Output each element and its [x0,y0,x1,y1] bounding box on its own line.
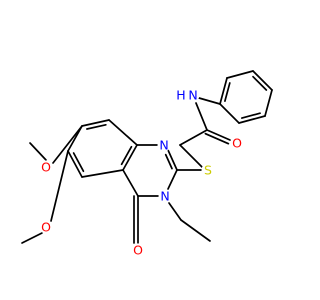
bond-c5-c4a [81,169,124,178]
bond-carbonyl-ch2 [179,129,208,146]
atom-n1: N [157,138,171,153]
bond-o7-me [29,142,47,161]
atom-label-background [158,189,172,203]
atom-o-oxo: O [131,243,145,258]
bond-c8a-c4a-second [120,145,133,166]
atom-label-background [131,243,145,257]
bond-c7-o7 [52,125,83,164]
bond-c8-c7 [81,119,110,127]
atom-symbol: O [41,160,51,175]
bond-c8a-c8 [108,119,138,146]
atom-label-background [186,88,200,102]
atom-label-background [230,136,244,150]
bond-c4a-c4 [122,169,139,197]
atom-symbol: N [188,88,197,103]
bond-c2-n1-second [164,153,173,170]
bond-ph2-ph3 [226,70,254,79]
atom-o-6: O [39,220,53,235]
bond-ch2-s [179,144,203,168]
bond-c2-n1 [167,149,178,171]
bond-n-carbonyl [195,102,208,131]
atom-n-amide: N [186,88,200,103]
atom-symbol: H [176,88,185,103]
bond-ph5-ph6 [238,115,266,124]
bond-c6-c5-second [72,152,85,173]
atom-label-background [201,163,215,177]
bond-c6-c5 [67,150,83,178]
bond-ph1-ph2 [219,77,228,105]
atom-symbol: N [160,189,169,204]
bond-ph3-ph4 [252,70,273,91]
atom-label-background [174,88,188,102]
atom-o-7: O [39,160,53,175]
atom-symbol: S [204,163,212,178]
bond-layer [21,70,273,244]
bond-c8-c7-second [86,123,107,130]
atom-label-background [157,138,171,152]
bond-ethyl [180,219,211,242]
bond-n3-c2 [167,169,178,190]
bond-ph5-ph6-second [241,112,261,119]
bond-c8a-c4a [122,144,138,171]
atom-s: S [201,163,215,178]
atom-h-amide: H [174,88,188,103]
bond-ph3-ph4-second [252,75,268,91]
bond-carbonyl-o-second [204,132,230,145]
bond-ph6-ph1 [219,103,240,124]
bond-ph1-n [198,97,221,105]
bond-c6-o6 [50,150,69,222]
atom-label-background [39,220,53,234]
bond-n3-ethyl [168,202,182,221]
atom-symbol: N [159,138,168,153]
atom-symbol: O [232,136,242,151]
bond-ph1-ph2-second [224,82,231,102]
atom-o-amide: O [230,136,244,151]
atom-label-background [39,160,53,174]
bond-o6-me [21,232,43,244]
atom-n3: N [158,189,172,204]
bond-carbonyl-o [206,129,231,141]
bond-ph4-ph5 [264,89,273,117]
atom-symbol: O [41,220,51,235]
atom-symbol: O [133,243,143,258]
